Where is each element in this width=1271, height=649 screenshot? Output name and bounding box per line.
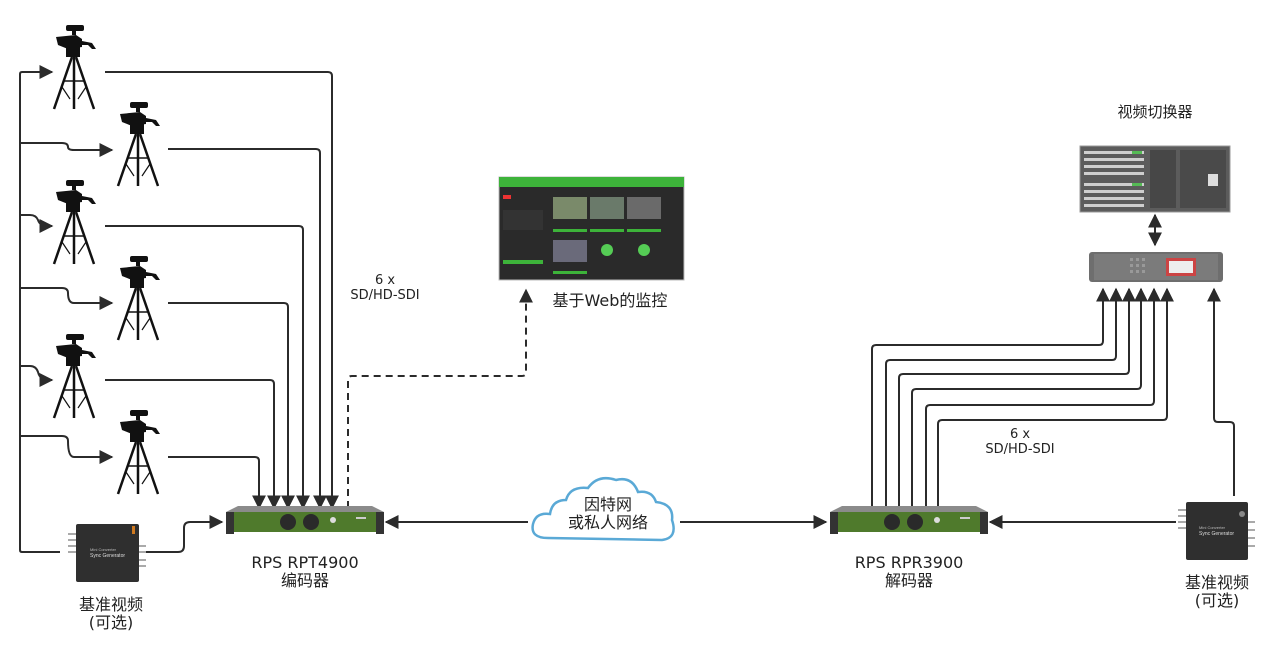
encoder-model: RPS RPT4900 — [251, 553, 359, 572]
camera-2 — [116, 100, 162, 188]
decoder-device — [830, 506, 988, 534]
svg-text:Sync Generator: Sync Generator — [90, 553, 125, 559]
encoder-device — [226, 506, 384, 534]
network-label-line2: 或私人网络 — [567, 513, 648, 533]
sync-right-label: 基准视频 (可选) — [1162, 573, 1271, 611]
decoder-model: RPS RPR3900 — [854, 553, 964, 572]
sdi-lines-right — [871, 287, 1174, 506]
sdi-lines-left — [105, 71, 339, 510]
svg-text:Sync Generator: Sync Generator — [1199, 531, 1234, 537]
network-cloud — [531, 477, 675, 542]
encoder-label: RPS RPT4900 编码器 — [225, 553, 385, 591]
switcher-label: 视频切换器 — [1117, 103, 1193, 121]
sync-left-label: 基准视频 (可选) — [56, 595, 166, 633]
decoder-type: 解码器 — [884, 571, 933, 591]
svg-text:Mini Converter: Mini Converter — [1199, 525, 1226, 530]
video-switcher-panel — [1079, 145, 1231, 213]
camera-6 — [116, 408, 162, 496]
camera-1 — [52, 23, 98, 111]
svg-text:Mini Converter: Mini Converter — [90, 547, 117, 552]
sync-right-up-line — [1207, 287, 1235, 496]
sync-left-line — [146, 515, 224, 553]
decoder-label: RPS RPR3900 解码器 — [829, 553, 989, 591]
sdi-right-label: 6 x SD/HD-SDI — [975, 427, 1065, 458]
sdi-right-format: SD/HD-SDI — [985, 441, 1055, 457]
sdi-left-label: 6 x SD/HD-SDI — [340, 273, 430, 304]
camera-3 — [52, 178, 98, 266]
sync-left-label-line2: (可选) — [88, 613, 134, 633]
sdi-left-format: SD/HD-SDI — [350, 287, 420, 303]
web-monitor-label: 基于Web的监控 — [552, 291, 668, 310]
sync-right-label-line2: (可选) — [1194, 591, 1240, 611]
sync-generator-right: Mini Converter Sync Generator — [1178, 502, 1255, 560]
sync-generator-left: Mini Converter Sync Generator — [68, 524, 146, 582]
network-label-line1: 因特网 — [583, 495, 632, 514]
sdi-left-count: 6 x — [374, 273, 396, 288]
encoder-type: 编码器 — [280, 571, 329, 591]
sync-left-label-line1: 基准视频 — [78, 595, 143, 614]
camera-5 — [52, 332, 98, 420]
sync-right-label-line1: 基准视频 — [1184, 573, 1249, 592]
genlock-lines — [19, 65, 114, 553]
network-label: 因特网 或私人网络 — [548, 495, 668, 533]
web-monitor-screenshot — [498, 176, 685, 281]
monitor-link-dashed — [347, 288, 533, 508]
camera-4 — [116, 254, 162, 342]
sdi-right-count: 6 x — [1009, 427, 1031, 442]
sdi-router-device — [1089, 252, 1223, 282]
